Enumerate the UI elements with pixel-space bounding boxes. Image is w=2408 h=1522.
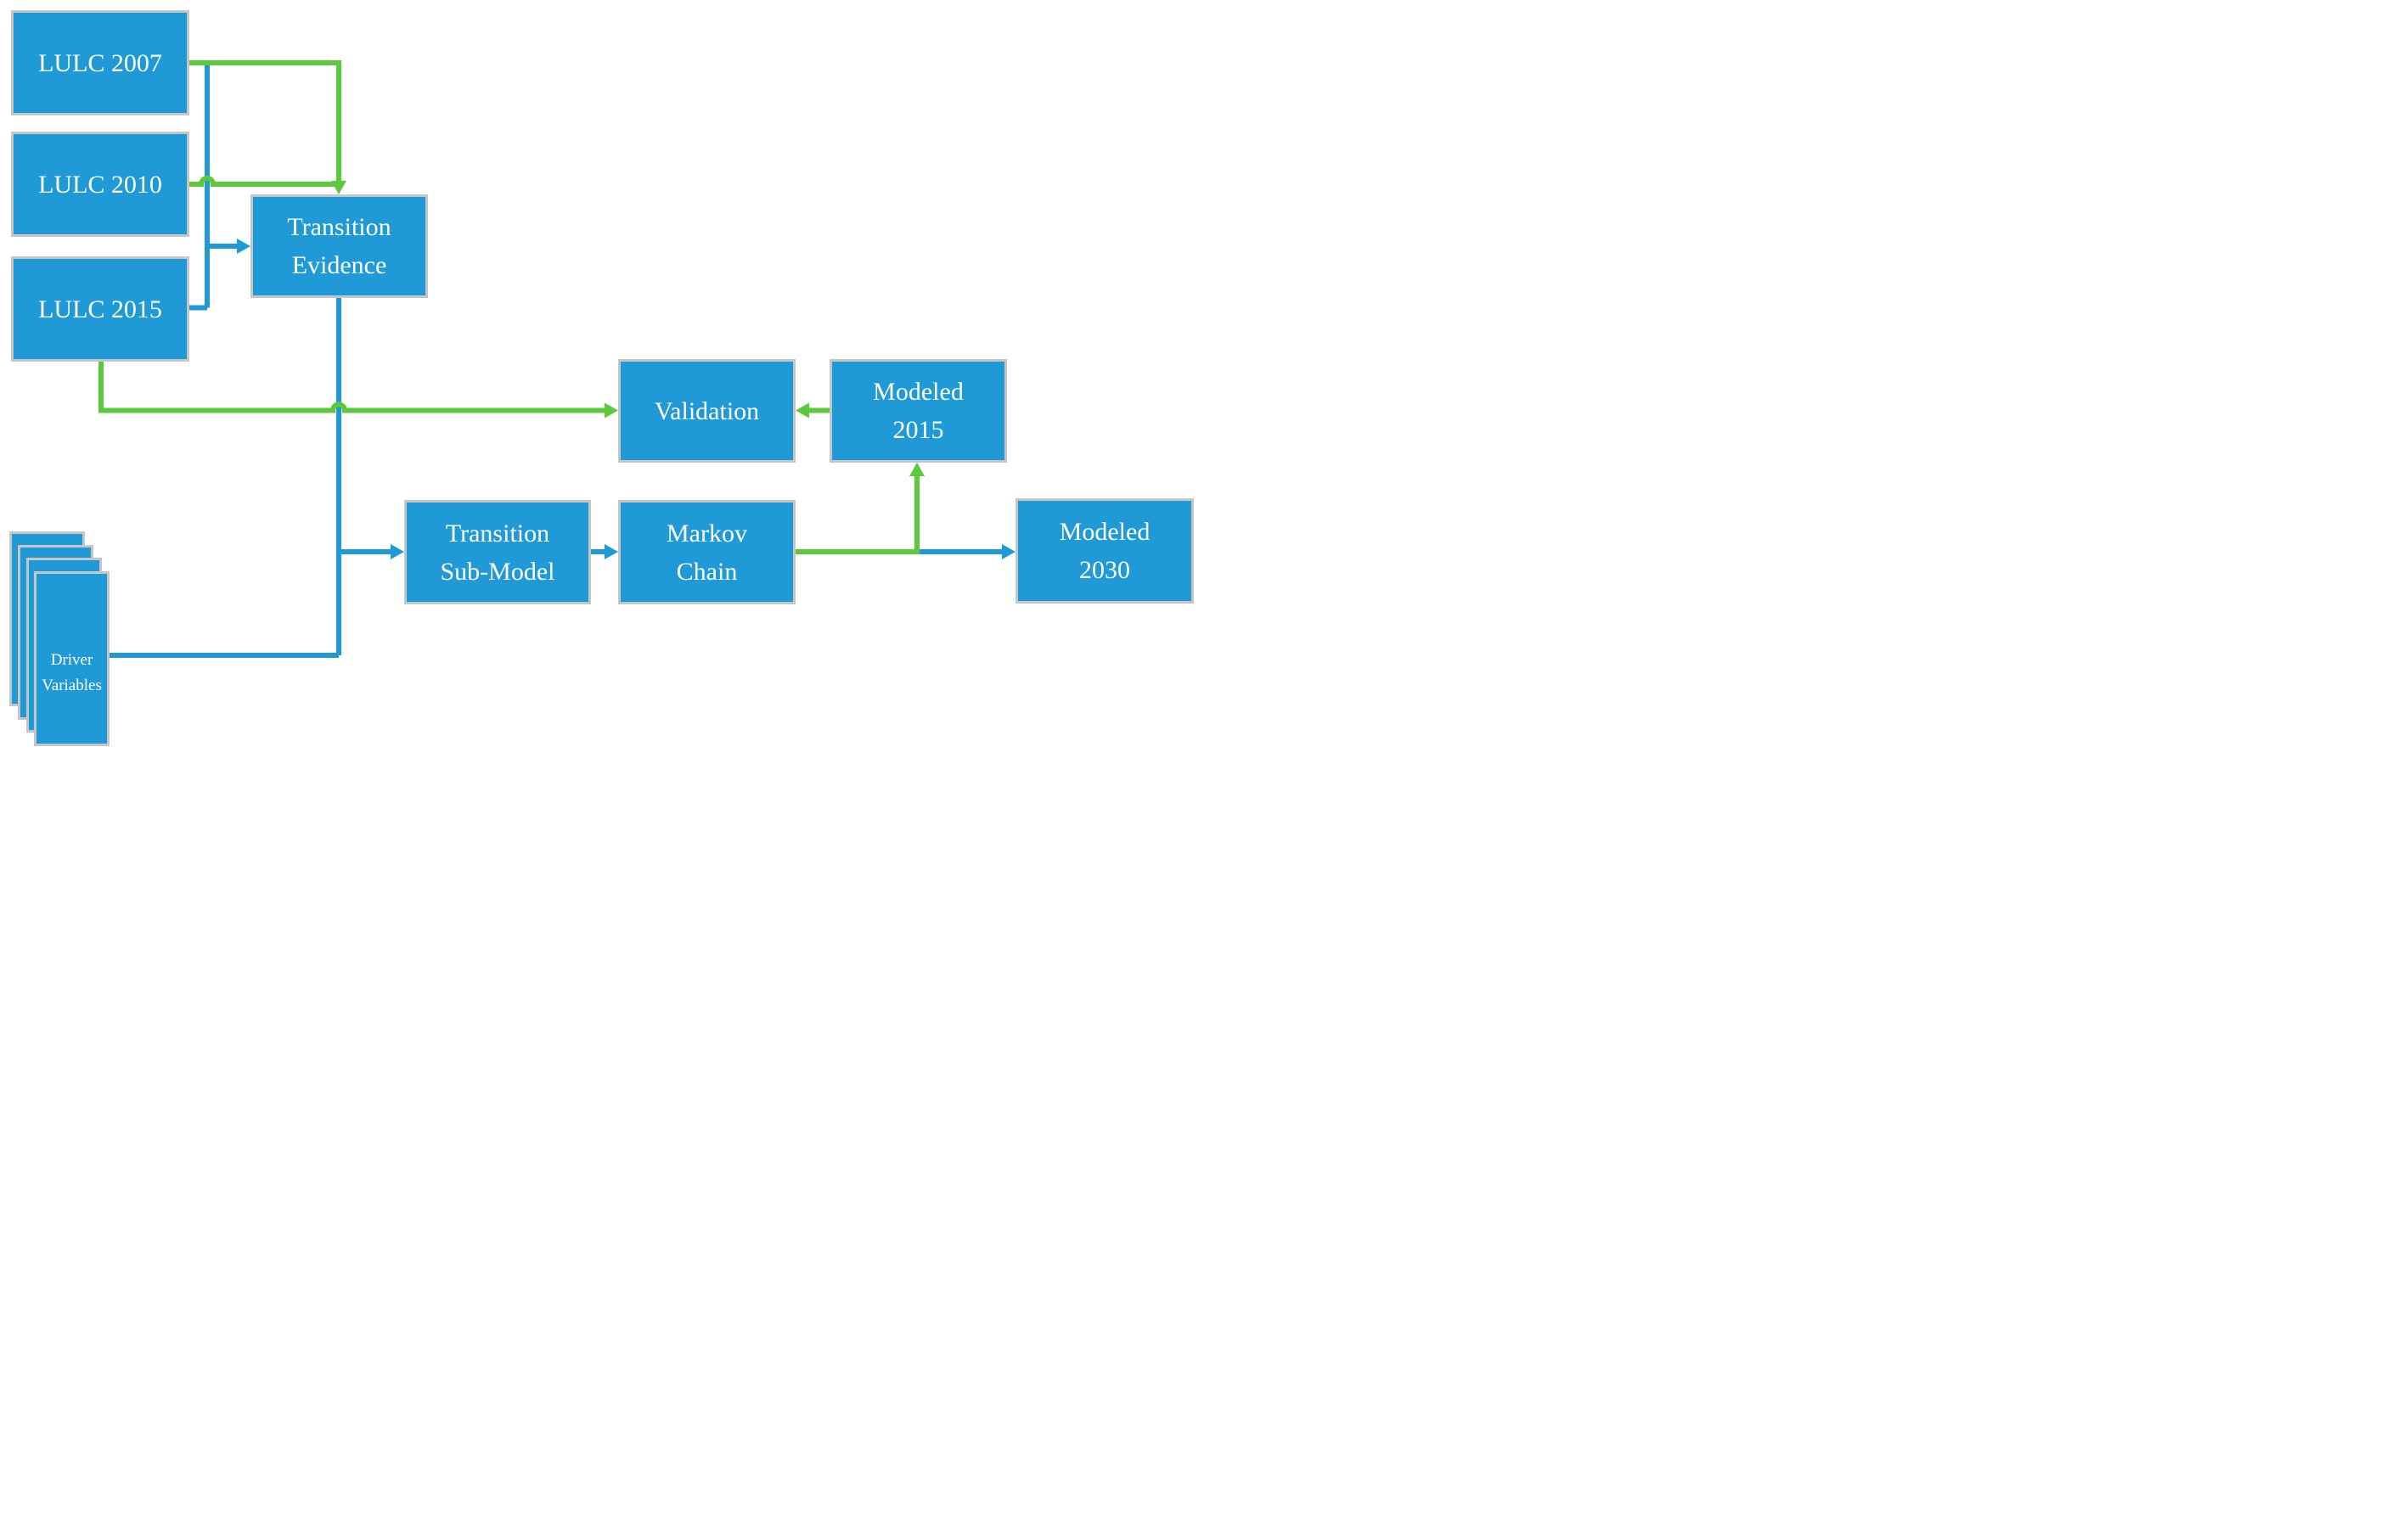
node-label: Validation xyxy=(654,396,760,425)
node-label: LULC 2015 xyxy=(38,295,162,323)
arrowhead-into-transition-sub-model xyxy=(391,544,404,559)
node-markov-chain: Markov Chain xyxy=(618,500,796,604)
node-label: Sub-Model xyxy=(440,557,555,586)
node-driver-variables: Driver Variables xyxy=(34,571,110,746)
edge-lulc-to-transition-evidence-blue xyxy=(188,63,239,311)
node-transition-evidence: Transition Evidence xyxy=(250,194,428,298)
edge-lulc2015-to-validation-green xyxy=(98,361,606,413)
node-label: Driver xyxy=(50,650,93,669)
edge-layer xyxy=(98,60,1016,658)
node-label: Evidence xyxy=(291,251,387,279)
node-lulc-2007: LULC 2007 xyxy=(11,10,189,115)
arrowhead-into-validation-right xyxy=(796,402,809,418)
node-label: LULC 2007 xyxy=(38,48,162,77)
edge-markov-to-modeled-2015-green xyxy=(793,475,920,554)
node-lulc-2015: LULC 2015 xyxy=(11,256,189,362)
edge-to-transition-sub-model-blue xyxy=(110,298,392,658)
node-label: Transition xyxy=(287,213,391,241)
node-lulc-2010: LULC 2010 xyxy=(11,132,189,237)
node-label: Chain xyxy=(676,557,738,586)
node-label: Transition xyxy=(445,519,550,548)
node-modeled-2030: Modeled 2030 xyxy=(1016,498,1194,604)
arrowhead-into-transition-evidence-left xyxy=(237,239,250,254)
arrowhead-into-markov-chain xyxy=(605,544,618,559)
arrowhead-into-modeled-2030 xyxy=(1002,544,1016,559)
node-transition-sub-model: Transition Sub-Model xyxy=(404,500,591,604)
node-label: Modeled xyxy=(1059,518,1151,546)
flowchart-canvas: LULC 2007 LULC 2010 LULC 2015 Transition… xyxy=(0,0,1204,761)
node-label: Modeled xyxy=(873,378,964,406)
node-modeled-2015: Modeled 2015 xyxy=(830,359,1007,463)
node-label: 2030 xyxy=(1079,556,1130,584)
node-label: LULC 2010 xyxy=(38,170,162,199)
arrowhead-into-validation-left xyxy=(605,402,618,418)
edge-lulc2007-to-transition-evidence-green xyxy=(188,60,341,183)
edge-lulc2010-to-transition-evidence-green xyxy=(188,176,339,187)
node-label: Variables xyxy=(42,677,102,694)
node-label: Markov xyxy=(667,519,747,548)
arrowhead-into-transition-evidence-top xyxy=(331,181,346,194)
node-label: 2015 xyxy=(892,416,944,444)
node-validation: Validation xyxy=(618,359,796,463)
arrowhead-into-modeled-2015-bottom xyxy=(909,463,925,476)
